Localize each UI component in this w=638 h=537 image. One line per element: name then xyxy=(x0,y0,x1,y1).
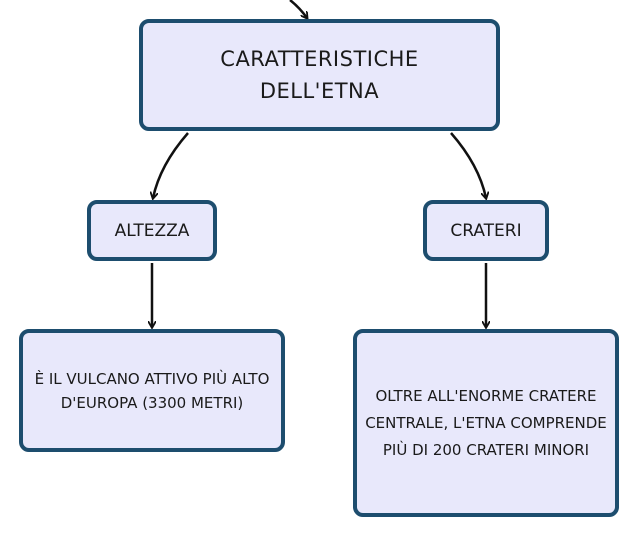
node-caratteristiche-etna[interactable]: CARATTERISTICHE DELL'ETNA xyxy=(139,19,500,131)
node-crateri-description[interactable]: OLTRE ALL'ENORME CRATERE CENTRALE, L'ETN… xyxy=(353,329,619,517)
edge-main-to-crateri xyxy=(450,132,486,198)
incoming-edge-arrow xyxy=(289,0,307,18)
node-crateri-label: CRATERI xyxy=(450,220,522,241)
node-altezza-label: ALTEZZA xyxy=(114,220,190,241)
node-crateri[interactable]: CRATERI xyxy=(423,200,549,261)
node-altezza-description[interactable]: È IL VULCANO ATTIVO PIÙ ALTO D'EUROPA (3… xyxy=(19,329,285,452)
node-main-label: CARATTERISTICHE DELL'ETNA xyxy=(220,47,419,103)
edge-main-to-altezza xyxy=(153,132,189,198)
node-altezza[interactable]: ALTEZZA xyxy=(87,200,217,261)
node-altezza-description-text: È IL VULCANO ATTIVO PIÙ ALTO D'EUROPA (3… xyxy=(34,369,270,412)
node-crateri-description-text: OLTRE ALL'ENORME CRATERE CENTRALE, L'ETN… xyxy=(365,386,607,459)
